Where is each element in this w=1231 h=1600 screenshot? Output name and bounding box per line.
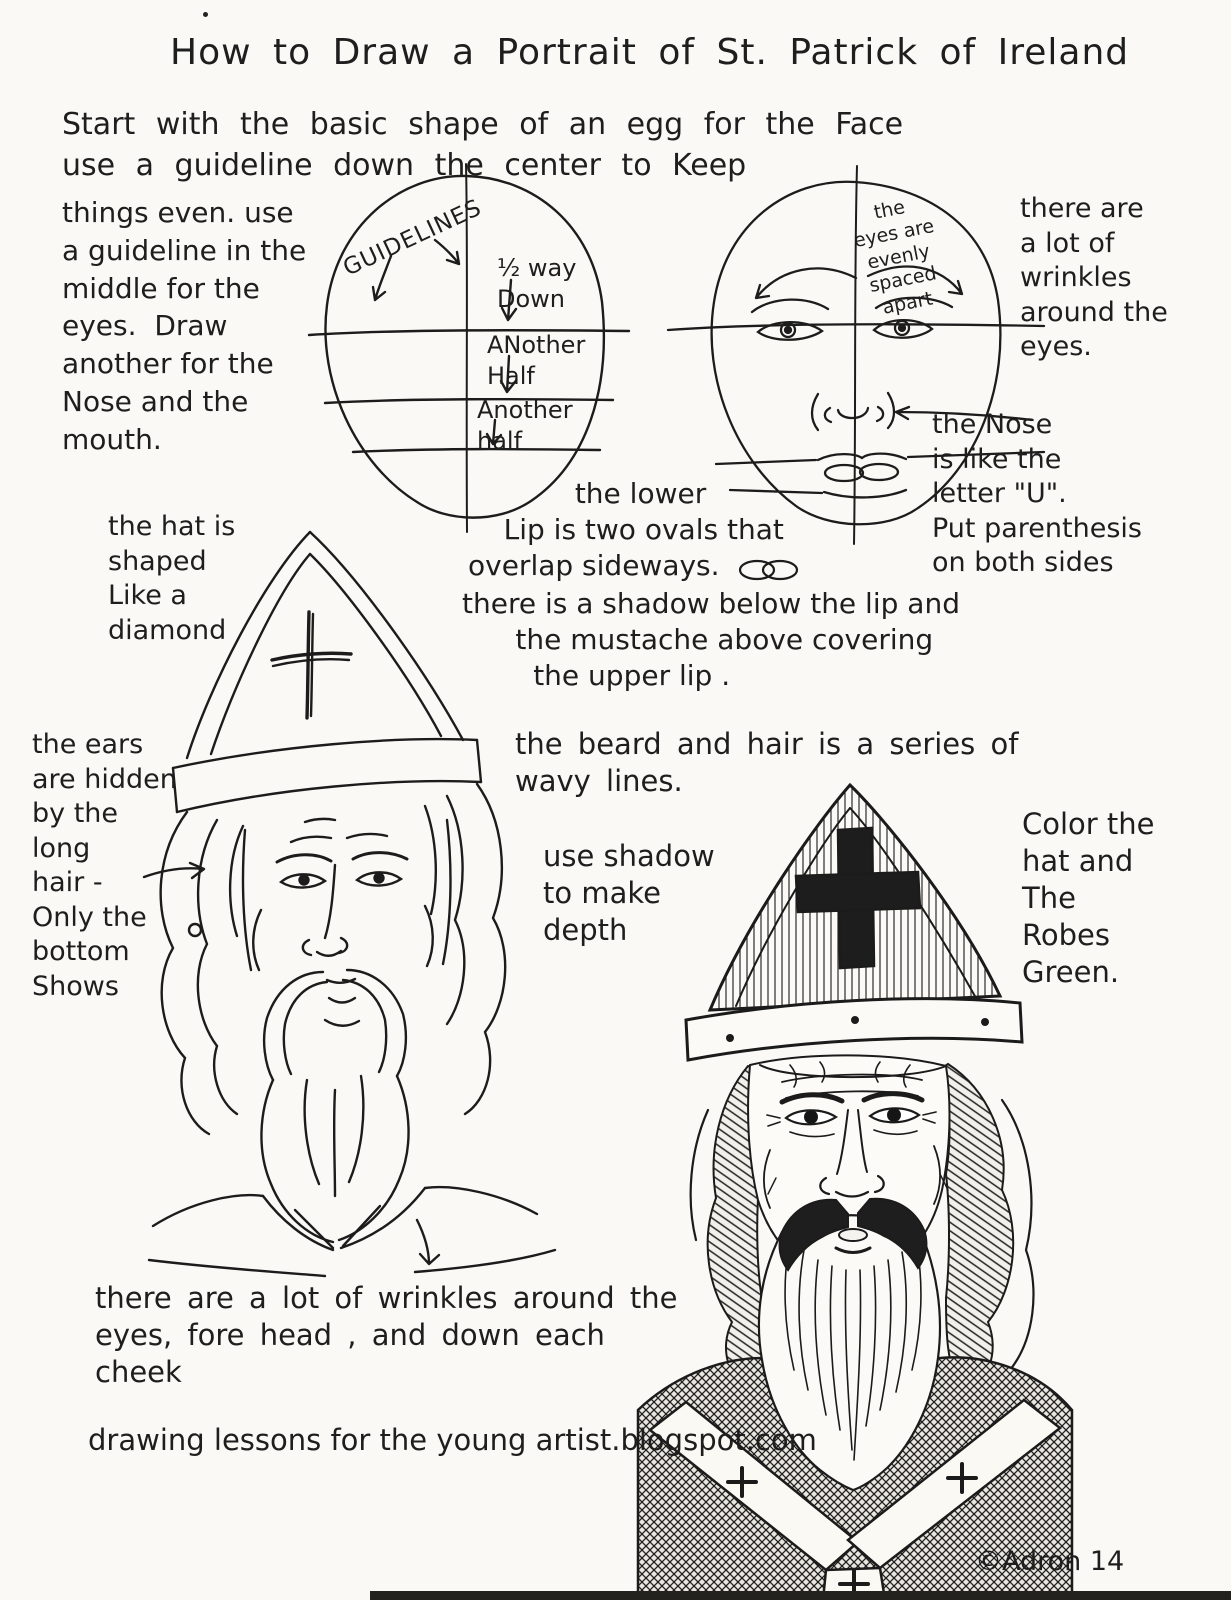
egg-face-lines [666,165,1046,545]
ears-note: the ears are hidden by the long hair - O… [32,729,177,1002]
mustache-strokes [262,968,408,1082]
lip-shadow-note: there is a shadow below the lip and the … [462,587,960,692]
lower-lip-note: the lower Lip is two ovals that overlap … [468,477,784,582]
overlapping-ovals-sketch [738,559,799,581]
wrinkles-right-note: there are a lot of wrinkles around the e… [1020,193,1168,363]
page-title: How to Draw a Portrait of St. Patrick of… [170,32,1130,73]
ink-dot [203,12,208,17]
shadow-note: use shadow to make depth [543,839,715,948]
nose-note: the Nose is like the letter "U". Put par… [932,409,1142,579]
hat-shape-note: the hat is shaped Like a diamond [108,511,236,646]
portrait-strokes [636,782,1074,1600]
artist-signature: ©Adron 14 [975,1546,1125,1577]
scan-edge-bar [370,1591,1231,1600]
another-half-label: ANother Half [487,331,586,390]
ears-arrow [142,861,206,880]
wrinkles-bottom-note: there are a lot of wrinkles around the e… [95,1281,678,1390]
portrait-mitre [684,782,1024,1062]
egg-face-sketch [666,165,1046,545]
mitre-outline [171,530,483,814]
intro-paragraph: Start with the basic shape of an egg for… [62,107,904,183]
hair-strokes [159,782,507,1136]
half-way-label: ½ way Down [497,254,577,313]
face-strokes [241,817,452,972]
st-patrick-finished-portrait [636,782,1074,1600]
another-half-2-label: Another half [477,396,573,455]
color-note: Color the hat and The Robes Green. [1022,807,1155,990]
robe-strokes [147,1185,557,1278]
egg-guidelines-sketch [307,163,631,533]
beard-note: the beard and hair is a series of wavy l… [515,727,1019,799]
intro-left-column: things even. use a guideline in the midd… [62,196,307,456]
line-sketch-strokes [147,530,557,1278]
portrait-mustache [778,1197,928,1272]
footer-credit: drawing lessons for the young artist.blo… [88,1423,817,1457]
egg-guidelines-lines [307,163,631,533]
beard-strokes [260,1074,410,1244]
